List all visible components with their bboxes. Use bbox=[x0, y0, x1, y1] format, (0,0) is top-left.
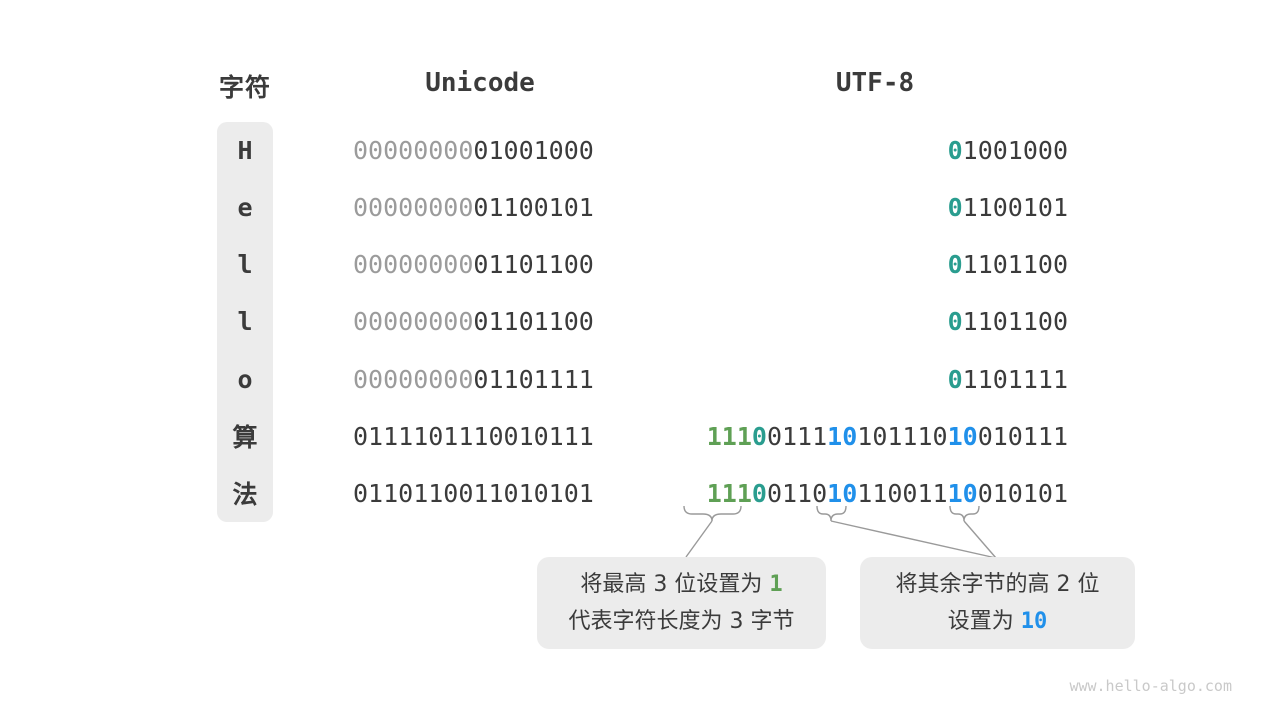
bit-segment: 10010111 bbox=[473, 421, 594, 451]
bit-segment: 设置为 bbox=[947, 609, 1021, 634]
bit-segment: 0 bbox=[947, 250, 963, 280]
character-cell: l bbox=[237, 250, 253, 280]
bit-segment: 01101100 bbox=[353, 478, 474, 508]
bit-segment: 00000000 bbox=[353, 364, 474, 394]
bit-segment: 01101111 bbox=[473, 364, 594, 394]
annotation-line: 将最高 3 位设置为 1 bbox=[580, 566, 782, 603]
character-cell: 法 bbox=[232, 480, 258, 510]
annotation-line: 代表字符长度为 3 字节 bbox=[569, 603, 795, 640]
annotation-continuation-bytes: 将其余字节的高 2 位设置为 10 bbox=[860, 557, 1135, 649]
bit-segment: 00000000 bbox=[353, 307, 474, 337]
bit-segment: 10 bbox=[947, 478, 978, 508]
column-header-utf8: UTF-8 bbox=[835, 68, 915, 98]
bit-segment: 1101100 bbox=[962, 250, 1068, 280]
byte-sequence: 00000000 01101111 bbox=[353, 351, 594, 408]
bit-segment: 1 bbox=[769, 572, 783, 597]
bit-segment: 0110 bbox=[766, 478, 828, 508]
bit-segment: 10 bbox=[1020, 609, 1048, 634]
bit-segment: 0 bbox=[947, 136, 963, 166]
annotation-line: 设置为 10 bbox=[948, 603, 1048, 640]
column-header-char: 字符 bbox=[218, 73, 272, 102]
connector-line-lead bbox=[685, 520, 713, 558]
bit-segment: 010111 bbox=[977, 421, 1068, 451]
bit-segment: 0 bbox=[751, 478, 767, 508]
bit-segment: 1101111 bbox=[962, 364, 1068, 394]
character-cell: 算 bbox=[232, 423, 258, 453]
bit-segment: 代表字符长度为 3 字节 bbox=[568, 609, 795, 634]
bit-segment: 01101100 bbox=[473, 250, 594, 280]
bit-segment: 1100101 bbox=[962, 193, 1068, 223]
character-cell: o bbox=[237, 364, 253, 394]
bit-segment: 01100101 bbox=[473, 193, 594, 223]
bit-segment: 00000000 bbox=[353, 193, 474, 223]
annotation-line: 将其余字节的高 2 位 bbox=[896, 566, 1100, 603]
bit-segment: 10 bbox=[827, 478, 858, 508]
byte-sequence: 01111011 10010111 bbox=[353, 408, 594, 465]
byte-sequence: 00000000 01100101 bbox=[353, 179, 594, 236]
bit-segment: 将其余字节的高 2 位 bbox=[895, 572, 1100, 597]
bit-segment: 00000000 bbox=[353, 136, 474, 166]
bit-segment: 0111 bbox=[766, 421, 828, 451]
character-cell: l bbox=[237, 307, 253, 337]
bit-segment: 10 bbox=[947, 421, 978, 451]
character-cell: H bbox=[237, 136, 253, 166]
byte-sequence: 01101100 11010101 bbox=[353, 465, 594, 522]
bit-segment: 111 bbox=[706, 421, 752, 451]
bit-segment: 01111011 bbox=[353, 421, 474, 451]
bit-segment: 010101 bbox=[977, 478, 1068, 508]
bit-segment: 1001000 bbox=[962, 136, 1068, 166]
annotation-lead-byte: 将最高 3 位设置为 1 代表字符长度为 3 字节 bbox=[537, 557, 826, 649]
bit-segment: 110011 bbox=[857, 478, 948, 508]
connector-line-cont3 bbox=[963, 520, 997, 559]
bit-segment: 0 bbox=[947, 307, 963, 337]
bit-segment: 将最高 3 位设置为 bbox=[580, 572, 770, 597]
bit-segment: 1101100 bbox=[962, 307, 1068, 337]
byte-sequence: 00000000 01101100 bbox=[353, 293, 594, 350]
connector-line-cont2 bbox=[830, 520, 997, 559]
column-header-unicode: Unicode bbox=[425, 68, 535, 98]
bit-segment: 0 bbox=[947, 364, 963, 394]
character-cell: e bbox=[237, 193, 253, 223]
bit-segment: 01101100 bbox=[473, 307, 594, 337]
watermark: www.hello-algo.com bbox=[1069, 677, 1232, 695]
byte-sequence: 00000000 01001000 bbox=[353, 122, 594, 179]
bit-segment: 00000000 bbox=[353, 250, 474, 280]
bit-segment: 0 bbox=[947, 193, 963, 223]
bit-segment: 01001000 bbox=[473, 136, 594, 166]
bit-segment: 111 bbox=[706, 478, 752, 508]
byte-sequence: 00000000 01101100 bbox=[353, 236, 594, 293]
bit-segment: 11010101 bbox=[473, 478, 594, 508]
bit-segment: 0 bbox=[751, 421, 767, 451]
bit-segment: 101110 bbox=[857, 421, 948, 451]
bit-segment: 10 bbox=[827, 421, 858, 451]
